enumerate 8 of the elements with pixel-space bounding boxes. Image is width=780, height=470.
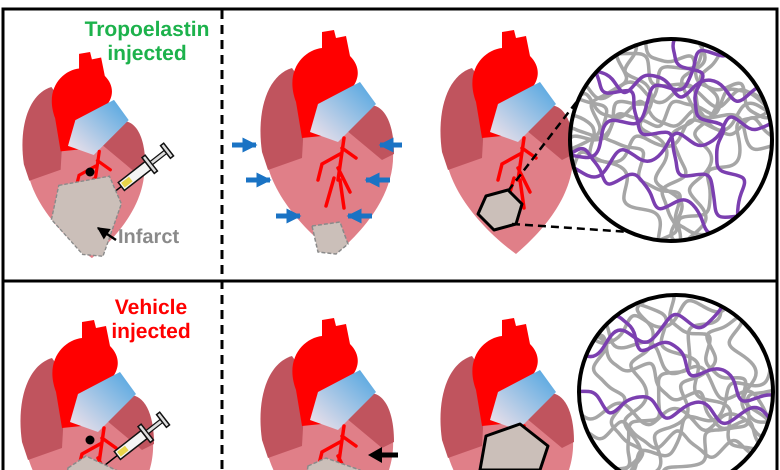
zoom-region-box: [478, 422, 550, 470]
zoom-region-box: [476, 188, 524, 232]
magnified-fiber-network-drawing: [577, 293, 775, 470]
magnified-fiber-network-drawing: [568, 37, 774, 243]
leader-arrow: [96, 226, 117, 242]
group-label: Vehicle injected: [110, 296, 192, 344]
group-label: Tropoelastin injected: [84, 18, 210, 66]
infarct-label: Infarct: [118, 226, 180, 249]
